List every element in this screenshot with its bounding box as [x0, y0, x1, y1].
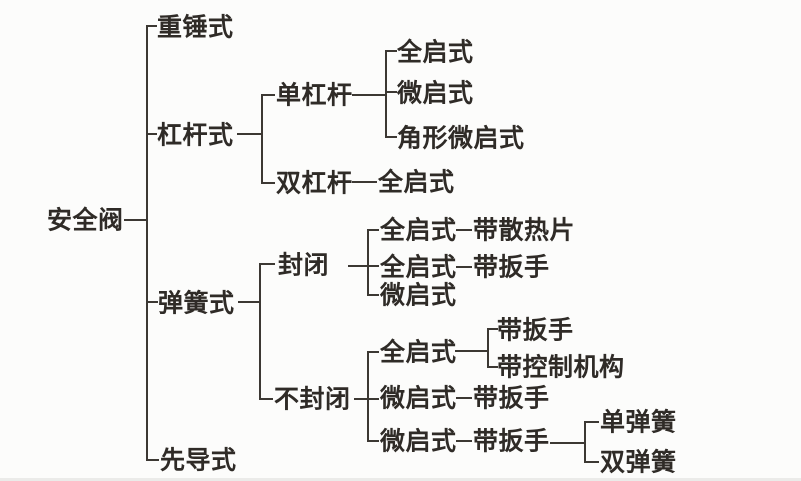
single-lever-children-line	[385, 50, 387, 138]
node-open-low-lift-1: 微启式	[380, 383, 457, 413]
tick-double-lever	[262, 182, 275, 184]
tick-open-low-lift-2	[368, 440, 379, 442]
tick-weight-type	[147, 25, 157, 27]
connector-spring-dash	[238, 301, 260, 303]
node-low-lift-single-lever: 微启式	[397, 78, 474, 108]
tick-lever-type	[147, 133, 157, 135]
tick-with-control	[488, 366, 498, 368]
node-double-lever: 双杠杆	[276, 168, 353, 198]
connector-open-full-lift	[455, 350, 488, 352]
connector-single-lever-dash	[352, 94, 386, 96]
spring-children-line	[259, 263, 261, 400]
tick-single-spring	[585, 421, 599, 423]
dash-full-lift-fins	[456, 229, 472, 231]
open-children-line	[367, 351, 369, 442]
tick-single-lever	[262, 94, 275, 96]
tick-with-wrench	[488, 328, 498, 330]
node-angle-low-lift: 角形微启式	[397, 123, 525, 153]
node-weight-type: 重锤式	[157, 12, 234, 42]
node-with-wrench-low-lift-2: 带扳手	[473, 426, 550, 456]
trunk-line	[146, 25, 148, 461]
node-double-spring: 双弹簧	[600, 447, 677, 477]
tick-open-full-lift	[368, 351, 379, 353]
dash-double-lever-full-lift	[352, 181, 377, 183]
node-closed-low-lift: 微启式	[380, 280, 457, 310]
tick-closed-low-lift	[368, 294, 379, 296]
dash-full-lift-wrench	[456, 266, 472, 268]
tick-closed	[260, 263, 275, 265]
tick-double-spring	[585, 461, 599, 463]
closed-children-line	[367, 229, 369, 296]
tick-pilot-type	[147, 459, 159, 461]
tick-angle-low-lift	[386, 136, 397, 138]
tick-closed-full-lift-fins	[368, 229, 379, 231]
node-single-spring: 单弹簧	[600, 407, 677, 437]
node-with-wrench-low-lift-1: 带扳手	[473, 383, 550, 413]
connector-closed-cross	[348, 265, 379, 267]
node-closed: 封闭	[278, 250, 330, 280]
dash-low-lift-wrench-1	[456, 397, 472, 399]
node-safety-valve: 安全阀	[47, 205, 124, 235]
node-with-control-mechanism: 带控制机构	[497, 352, 625, 382]
tick-low-lift-1	[386, 91, 397, 93]
scan-edge	[0, 478, 801, 481]
node-full-lift-single-lever: 全启式	[397, 37, 474, 67]
node-with-wrench-closed: 带扳手	[473, 252, 550, 282]
lever-children-line	[261, 94, 263, 184]
node-full-lift-double-lever: 全启式	[378, 167, 455, 197]
open-full-lift-children-line	[487, 328, 489, 368]
tick-full-lift-1	[386, 50, 397, 52]
connector-root-dash	[124, 219, 148, 221]
node-spring-type: 弹簧式	[158, 288, 235, 318]
tick-spring-type	[147, 301, 158, 303]
connector-open-cross	[354, 398, 379, 400]
node-with-radiator-fins: 带散热片	[473, 215, 576, 245]
dash-low-lift-wrench-2	[456, 440, 472, 442]
node-with-wrench-full-lift: 带扳手	[497, 315, 574, 345]
node-open-full-lift: 全启式	[380, 337, 457, 367]
node-pilot-type: 先导式	[160, 445, 237, 475]
node-closed-full-lift-2: 全启式	[380, 252, 457, 282]
connector-lever-dash	[237, 133, 262, 135]
node-lever-type: 杠杆式	[157, 120, 234, 150]
node-open: 不封闭	[274, 384, 351, 414]
connector-wrench-springs	[550, 442, 585, 444]
node-single-lever: 单杠杆	[276, 80, 353, 110]
tick-open	[260, 398, 273, 400]
node-open-low-lift-2: 微启式	[380, 426, 457, 456]
node-closed-full-lift-1: 全启式	[380, 215, 457, 245]
spring-count-children-line	[584, 421, 586, 463]
